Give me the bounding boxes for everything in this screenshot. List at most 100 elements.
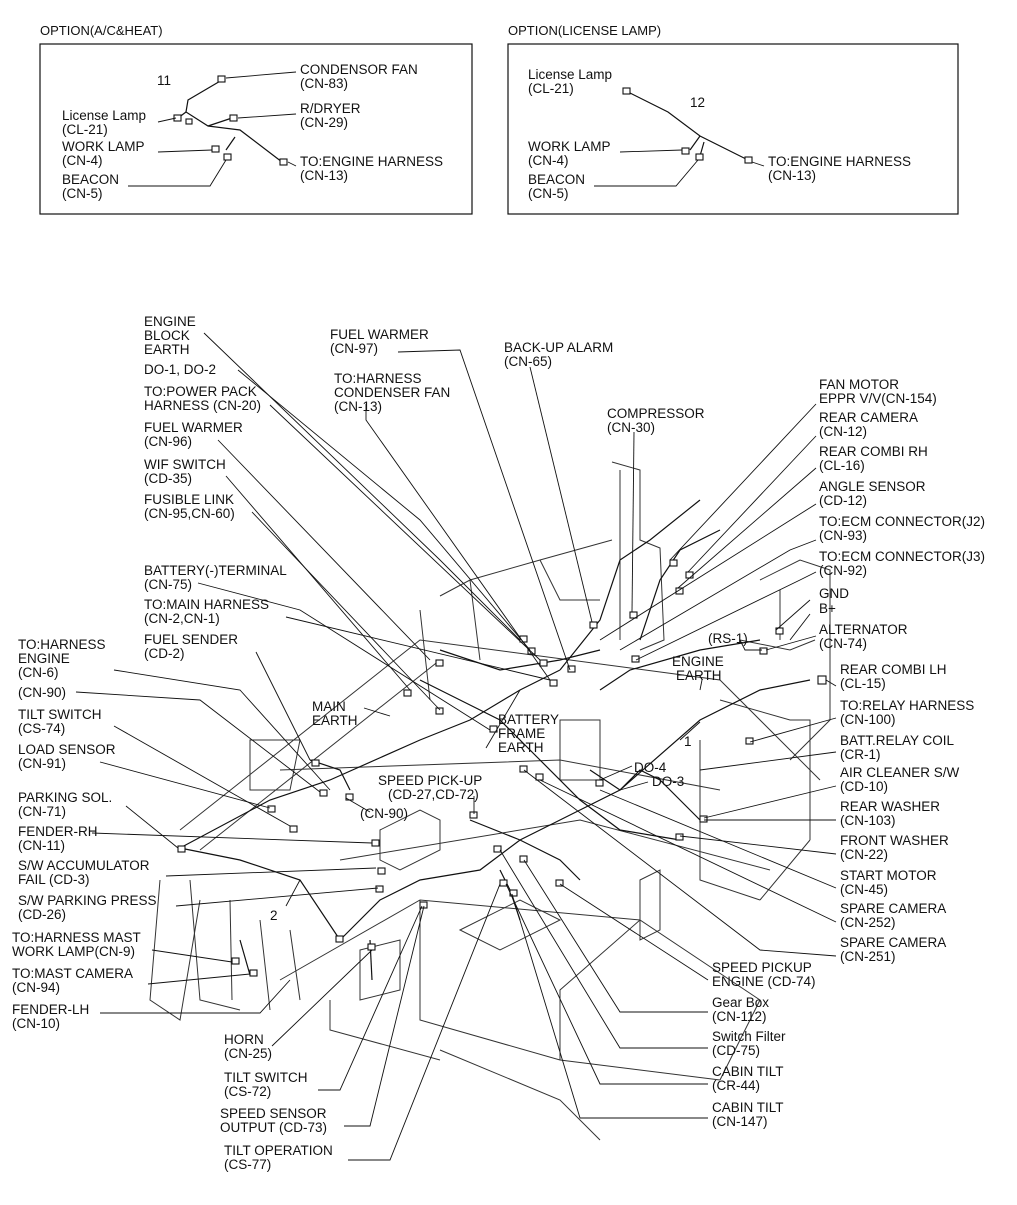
svg-text:(CN-252): (CN-252) — [840, 915, 896, 930]
svg-text:(CN-10): (CN-10) — [12, 1016, 60, 1031]
top-labels: FUEL WARMER (CN-97) TO:HARNESS CONDENSER… — [330, 327, 705, 435]
label-mast-camera: TO:MAST CAMERA — [12, 966, 133, 981]
label-spare-camera-252: SPARE CAMERA — [840, 901, 946, 916]
connector-cl21 — [622, 87, 631, 95]
svg-text:(CN-83): (CN-83) — [300, 76, 348, 91]
option-ac-title: OPTION(A/C&HEAT) — [40, 23, 163, 38]
svg-text:WORK LAMP(CN-9): WORK LAMP(CN-9) — [12, 944, 135, 959]
main-connectors — [177, 559, 827, 977]
label-do3: DO-3 — [652, 774, 684, 789]
label-speed-sensor-output: SPEED SENSOR — [220, 1106, 327, 1121]
svg-text:(CN-95,CN-60): (CN-95,CN-60) — [144, 506, 235, 521]
svg-text:(CN-251): (CN-251) — [840, 949, 896, 964]
label-engine-block-earth: ENGINE — [144, 314, 196, 329]
label-fuel-warmer-cn96: FUEL WARMER — [144, 420, 243, 435]
label-main-earth: MAIN — [312, 699, 346, 714]
connector-cn13 — [279, 158, 288, 166]
option-license-harness-number: 12 — [690, 95, 705, 110]
label-front-washer: FRONT WASHER — [840, 833, 949, 848]
svg-text:EARTH: EARTH — [144, 342, 190, 357]
label-sw-accumulator: S/W ACCUMULATOR — [18, 858, 150, 873]
label-battery-frame-earth: BATTERY — [498, 712, 559, 727]
label-license-lamp: License Lamp — [528, 67, 612, 82]
harness-wire-1 — [339, 679, 811, 941]
label-harness-1: 1 — [684, 734, 692, 749]
label-license-lamp: License Lamp — [62, 108, 146, 123]
label-work-lamp: WORK LAMP — [62, 139, 145, 154]
connector-cn83 — [217, 75, 226, 83]
label-gnd: GND — [819, 586, 849, 601]
svg-text:(CN-5): (CN-5) — [62, 186, 103, 201]
option-ac-harness-number: 11 — [157, 73, 171, 88]
label-to-main-harness: TO:MAIN HARNESS — [144, 597, 269, 612]
label-angle-sensor: ANGLE SENSOR — [819, 479, 926, 494]
svg-text:(CR-44): (CR-44) — [712, 1078, 760, 1093]
connector-cn4 — [211, 145, 220, 153]
svg-text:(CN-103): (CN-103) — [840, 813, 896, 828]
svg-text:(CL-21): (CL-21) — [528, 81, 574, 96]
svg-text:(CN-5): (CN-5) — [528, 186, 569, 201]
leader-lines — [75, 332, 837, 1161]
label-spare-camera-251: SPARE CAMERA — [840, 935, 946, 950]
label-tilt-switch-cs74: TILT SWITCH — [18, 707, 102, 722]
option-license-box — [507, 43, 959, 215]
label-air-cleaner: AIR CLEANER S/W — [840, 765, 960, 780]
label-switch-filter: Switch Filter — [712, 1029, 786, 1044]
svg-text:(CD-26): (CD-26) — [18, 907, 66, 922]
svg-text:BLOCK: BLOCK — [144, 328, 190, 343]
svg-text:(CD-10): (CD-10) — [840, 779, 888, 794]
label-harness-mast-work-lamp: TO:HARNESS MAST — [12, 930, 141, 945]
svg-text:(CN-147): (CN-147) — [712, 1114, 768, 1129]
left-labels: ENGINE BLOCK EARTH DO-1, DO-2 TO:POWER P… — [12, 314, 287, 1031]
svg-text:(CN-91): (CN-91) — [18, 756, 66, 771]
label-rear-camera: REAR CAMERA — [819, 410, 918, 425]
svg-text:EARTH: EARTH — [498, 740, 544, 755]
label-b-plus: B+ — [819, 601, 836, 616]
label-rear-combi-lh: REAR COMBI LH — [840, 662, 947, 677]
label-beacon: BEACON — [528, 172, 585, 187]
svg-text:(CN-11): (CN-11) — [18, 838, 65, 853]
label-parking-sol: PARKING SOL. — [18, 790, 112, 805]
label-speed-pickup-engine: SPEED PICKUP — [712, 960, 812, 975]
label-power-pack-harness: TO:POWER PACK — [144, 384, 257, 399]
svg-text:(CN-94): (CN-94) — [12, 980, 60, 995]
label-work-lamp: WORK LAMP — [528, 139, 611, 154]
option-ac-panel: OPTION(A/C&HEAT) 11 CONDENSOR FAN (CN-83… — [39, 23, 473, 215]
label-condensor-fan: CONDENSOR FAN — [300, 62, 418, 77]
label-do-1-do-2: DO-1, DO-2 — [144, 362, 216, 377]
svg-text:(CN-30): (CN-30) — [607, 420, 655, 435]
right-labels: FAN MOTOR EPPR V/V(CN-154) REAR CAMERA (… — [712, 377, 985, 1129]
svg-text:(CN-74): (CN-74) — [819, 636, 867, 651]
label-harness-2: 2 — [270, 908, 278, 923]
svg-text:EPPR V/V(CN-154): EPPR V/V(CN-154) — [819, 391, 937, 406]
label-tilt-operation: TILT OPERATION — [224, 1143, 333, 1158]
label-fan-motor: FAN MOTOR — [819, 377, 899, 392]
svg-text:(CN-29): (CN-29) — [300, 115, 348, 130]
svg-text:(CL-21): (CL-21) — [62, 122, 108, 137]
svg-text:(CD-2): (CD-2) — [144, 646, 185, 661]
label-cabin-tilt-cr44: CABIN TILT — [712, 1064, 784, 1079]
svg-text:ENGINE: ENGINE — [18, 651, 70, 666]
svg-text:(CN-12): (CN-12) — [819, 424, 867, 439]
svg-text:(CN-13): (CN-13) — [300, 168, 348, 183]
connector-cn4 — [681, 147, 690, 155]
label-do4: DO-4 — [634, 760, 667, 775]
option-ac-harness-wire — [185, 79, 283, 163]
svg-text:OUTPUT (CD-73): OUTPUT (CD-73) — [220, 1120, 327, 1135]
svg-text:(CS-74): (CS-74) — [18, 721, 65, 736]
svg-text:(CN-25): (CN-25) — [224, 1046, 272, 1061]
label-to-harness-engine: TO:HARNESS — [18, 637, 106, 652]
label-sw-parking-press: S/W PARKING PRESS — [18, 893, 157, 908]
label-fender-rh: FENDER-RH — [18, 824, 98, 839]
label-compressor: COMPRESSOR — [607, 406, 705, 421]
label-batt-relay-coil: BATT.RELAY COIL — [840, 733, 955, 748]
svg-text:HARNESS (CN-20): HARNESS (CN-20) — [144, 398, 261, 413]
svg-text:FAIL (CD-3): FAIL (CD-3) — [18, 872, 90, 887]
svg-text:(CD-12): (CD-12) — [819, 493, 867, 508]
svg-text:(CN-4): (CN-4) — [62, 153, 103, 168]
svg-text:(CL-16): (CL-16) — [819, 458, 865, 473]
label-beacon: BEACON — [62, 172, 119, 187]
svg-text:ENGINE (CD-74): ENGINE (CD-74) — [712, 974, 816, 989]
svg-text:(CN-75): (CN-75) — [144, 577, 192, 592]
